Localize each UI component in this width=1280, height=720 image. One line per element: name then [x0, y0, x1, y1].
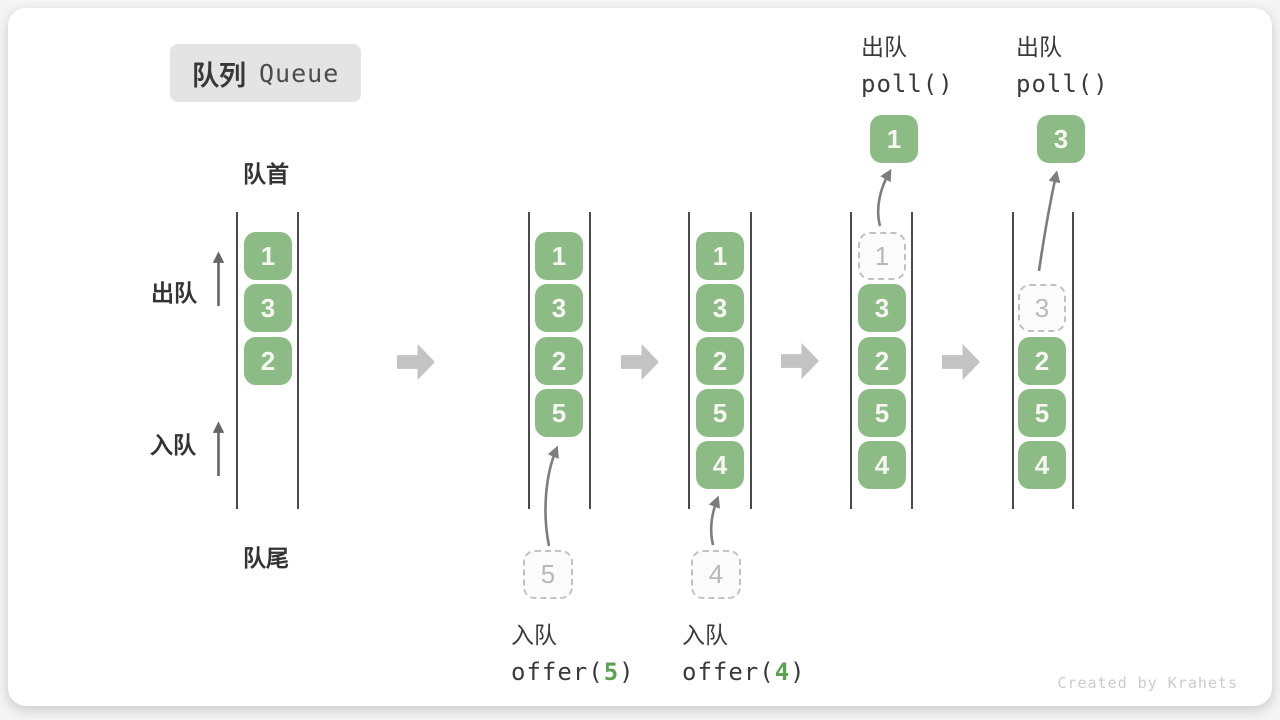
queue-wall-right [750, 212, 752, 509]
pending-item: 4 [691, 550, 741, 599]
queue-item: 3 [535, 284, 583, 332]
queue-item: 5 [535, 389, 583, 437]
poll-code: poll() [861, 70, 954, 98]
queue-item: 4 [696, 441, 744, 489]
offer-operation-label: 入队 offer(5) [511, 616, 635, 686]
title-badge: 队列 Queue [170, 44, 362, 102]
flow-arrow-icon [781, 343, 819, 379]
queue-item: 4 [858, 441, 906, 489]
queue-item: 1 [535, 232, 583, 280]
queue-item: 2 [244, 337, 292, 385]
queue-rear-label: 队尾 [243, 545, 289, 571]
removed-item-slot: 1 [858, 232, 906, 280]
flow-arrow-icon [942, 344, 980, 380]
poll-operation-label: 出队 poll() [1016, 28, 1109, 98]
offer4-curved-arrow-icon [708, 495, 721, 546]
polled-item: 3 [1037, 115, 1085, 163]
queue-wall-right [589, 212, 591, 509]
poll-operation-label: 出队 poll() [861, 28, 954, 98]
offer-operation-label: 入队 offer(4) [682, 616, 806, 686]
queue-wall-left [528, 212, 530, 509]
queue-item: 3 [696, 284, 744, 332]
queue-wall-right [911, 212, 913, 509]
queue-wall-right [297, 212, 299, 509]
queue-item: 2 [535, 337, 583, 385]
enqueue-op-text: 入队 [511, 622, 557, 648]
queue-item: 2 [696, 337, 744, 385]
queue-wall-left [236, 212, 238, 509]
queue-item: 2 [858, 337, 906, 385]
queue-item: 5 [696, 389, 744, 437]
enqueue-direction-label: 入队 [150, 432, 196, 458]
polled-item: 1 [870, 115, 918, 163]
queue-item: 5 [1018, 389, 1066, 437]
queue-item: 1 [244, 232, 292, 280]
credit-watermark: Created by Krahets [1057, 674, 1238, 692]
queue-wall-right [1072, 212, 1074, 509]
removed-item-slot: 3 [1018, 284, 1066, 332]
queue-item: 3 [244, 284, 292, 332]
title-zh: 队列 [192, 60, 246, 91]
queue-item: 2 [1018, 337, 1066, 385]
queue-item: 1 [696, 232, 744, 280]
queue-wall-left [850, 212, 852, 509]
queue-item: 3 [858, 284, 906, 332]
queue-front-label: 队首 [243, 161, 289, 187]
poll1-curved-arrow-icon [876, 168, 892, 227]
flow-arrow-icon [397, 344, 435, 380]
flow-arrow-icon [621, 344, 659, 380]
dequeue-op-text: 出队 [861, 34, 907, 60]
queue-item: 4 [1018, 441, 1066, 489]
poll2-curved-arrow-icon [1037, 170, 1061, 272]
enqueue-op-text: 入队 [682, 622, 728, 648]
offer-code: offer(4) [682, 658, 806, 686]
pending-item: 5 [523, 550, 573, 599]
queue-wall-left [688, 212, 690, 509]
title-en: Queue [259, 58, 340, 88]
dequeue-direction-label: 出队 [151, 280, 197, 306]
offer-code: offer(5) [511, 658, 635, 686]
dequeue-op-text: 出队 [1016, 34, 1062, 60]
offer5-curved-arrow-icon [544, 445, 559, 547]
queue-wall-left [1012, 212, 1014, 509]
queue-item: 5 [858, 389, 906, 437]
poll-code: poll() [1016, 70, 1109, 98]
